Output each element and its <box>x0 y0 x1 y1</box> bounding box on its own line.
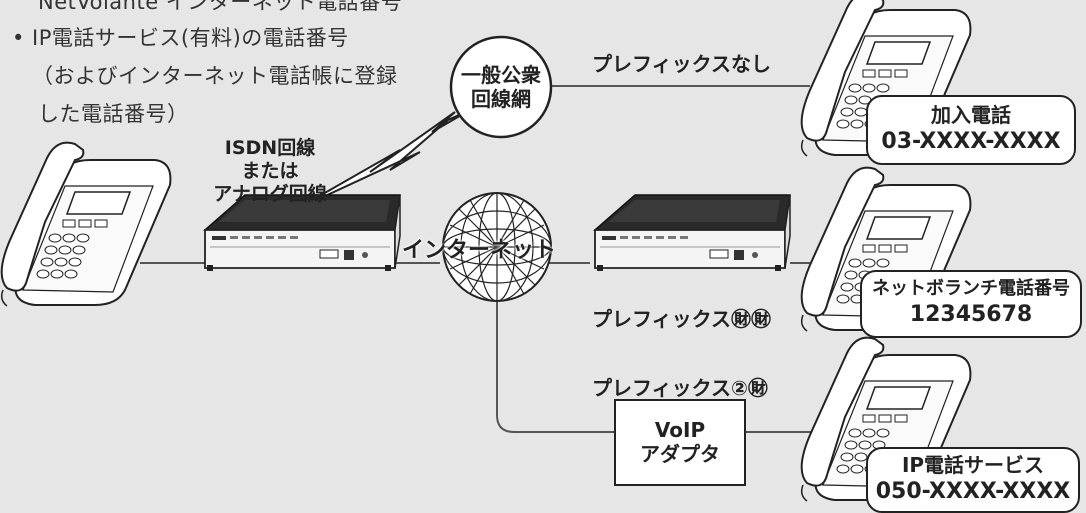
voip-adapter-line-2: アダプタ <box>640 442 720 466</box>
voip-adapter-line-1: VoIP <box>654 418 706 442</box>
netbranch-number: 12345678 <box>909 301 1033 327</box>
local-phone-icon <box>0 141 172 307</box>
public-network-line-1: 一般公衆 <box>461 63 541 87</box>
subscriber-callout: 加入電話 03-XXXX-XXXX <box>866 95 1076 165</box>
voip-adapter-label: VoIP アダプタ <box>615 418 745 466</box>
ip-phone-title: IP電話サービス <box>901 453 1045 477</box>
internet-label: インターネット <box>402 238 557 263</box>
ip-phone-number: 050-XXXX-XXXX <box>875 479 1071 504</box>
subscriber-number: 03-XXXX-XXXX <box>881 129 1061 154</box>
internet-globe-icon <box>442 192 552 302</box>
wireless-link-icon <box>294 109 471 211</box>
netbranch-title: ネットボランチ電話番号 <box>872 278 1070 299</box>
subscriber-title: 加入電話 <box>931 103 1011 127</box>
prefix-hash-label: プレフィックス㊖㊖ <box>592 307 771 331</box>
isdn-line-1: ISDN回線 <box>224 137 316 159</box>
connection-lines <box>140 85 850 433</box>
public-network-line-2: 回線網 <box>471 87 531 111</box>
note-line-3: した電話番号） <box>38 102 189 126</box>
public-network-circle <box>449 35 553 139</box>
isdn-line-3: アナログ回線 <box>213 182 327 205</box>
note-line-1: • IP電話サービス(有料)の電話番号 <box>12 26 349 50</box>
local-router <box>204 194 401 272</box>
remote-router <box>594 194 791 272</box>
public-network-label: 一般公衆 回線網 <box>451 63 551 111</box>
voip-adapter-box <box>614 399 746 486</box>
netbranch-callout: ネットボランチ電話番号 12345678 <box>860 270 1082 338</box>
ip-phone-callout: IP電話サービス 050-XXXX-XXXX <box>866 447 1080 513</box>
isdn-label: ISDN回線 または アナログ回線 <box>185 137 355 205</box>
isdn-line-2: または <box>241 159 299 182</box>
prefix-two-hash-label: プレフィックス②㊖ <box>592 376 768 400</box>
note-line-2: （およびインターネット電話帳に登録 <box>32 64 398 88</box>
note-line-0: NetVolante インターネット電話番号 <box>38 0 403 14</box>
prefix-none-label: プレフィックスなし <box>592 52 771 76</box>
